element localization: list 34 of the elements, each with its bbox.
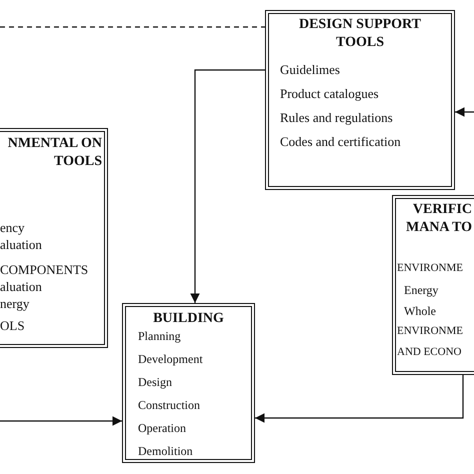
heading: VERIFIC MANA TO <box>405 201 472 238</box>
list-item: Guidelimes <box>280 62 340 78</box>
list-item: COMPONENTS <box>0 262 88 278</box>
tool-box <box>0 128 108 348</box>
heading: BUILDING <box>152 310 225 328</box>
list-item: ency <box>0 220 25 236</box>
tool-box <box>122 303 255 463</box>
list-item: Whole <box>404 304 436 318</box>
list-item: Operation <box>138 421 186 436</box>
heading: NMENTAL ON TOOLS <box>6 135 102 172</box>
heading: DESIGN SUPPORT TOOLS <box>298 16 422 52</box>
list-item: nergy <box>0 296 30 312</box>
list-item: Energy <box>404 283 438 298</box>
list-item: Planning <box>138 329 181 344</box>
list-item: ENVIRONME <box>397 325 463 338</box>
list-item: Design <box>138 375 172 390</box>
list-item: Development <box>138 352 203 366</box>
list-item: Rules and regulations <box>280 110 393 126</box>
list-item: aluation <box>0 237 42 253</box>
dashed-line <box>0 26 265 28</box>
list-item: Construction <box>138 398 200 412</box>
list-item: OLS <box>0 318 25 334</box>
list-item: aluation <box>0 279 42 295</box>
arrow <box>0 416 122 426</box>
tool-box <box>392 195 474 375</box>
list-item: AND ECONO <box>397 346 462 360</box>
list-item: ENVIRONME <box>397 262 463 276</box>
arrow <box>255 375 464 423</box>
list-item: Product catalogues <box>280 86 379 102</box>
list-item: Codes and certification <box>280 134 401 150</box>
arrow <box>455 107 474 117</box>
arrow <box>190 69 265 303</box>
tool-box <box>265 10 455 190</box>
list-item: Demolition <box>138 444 193 458</box>
